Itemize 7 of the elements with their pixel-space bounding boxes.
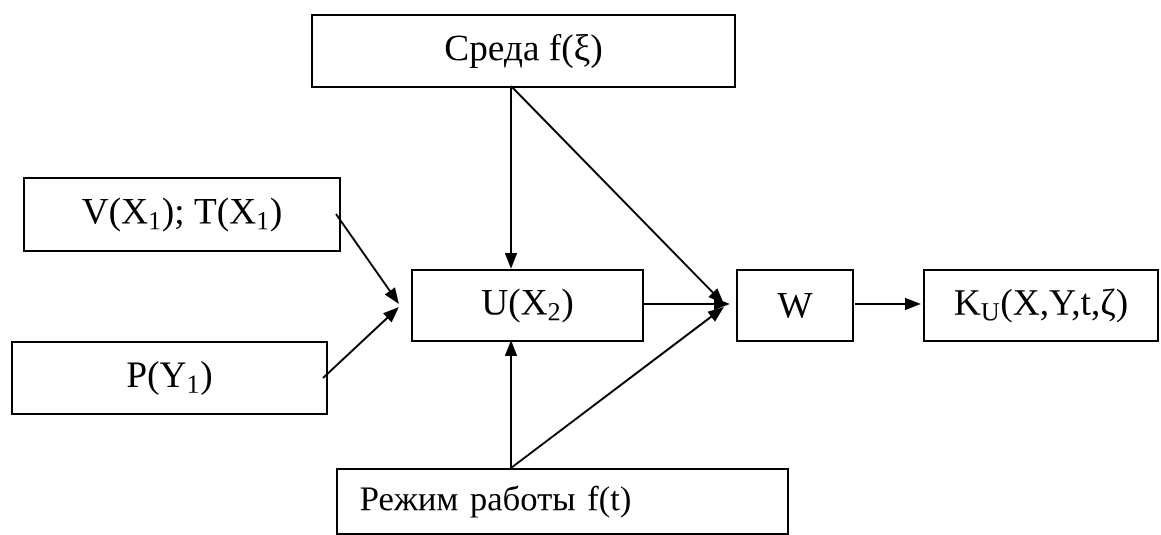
process-box: W — [736, 269, 854, 342]
process-box: K$_{U}$(X,Y,t,ζ) — [923, 269, 1159, 342]
process-box: V(X$_{1}$); T(X$_{1}$) — [23, 177, 341, 252]
process-box: Среда f(ξ) — [311, 14, 736, 88]
process-box: Режим работы f(t) — [336, 468, 789, 535]
process-box: U(X$_{2}$) — [411, 269, 644, 342]
process-box: P(Y$_{1}$) — [11, 341, 328, 415]
